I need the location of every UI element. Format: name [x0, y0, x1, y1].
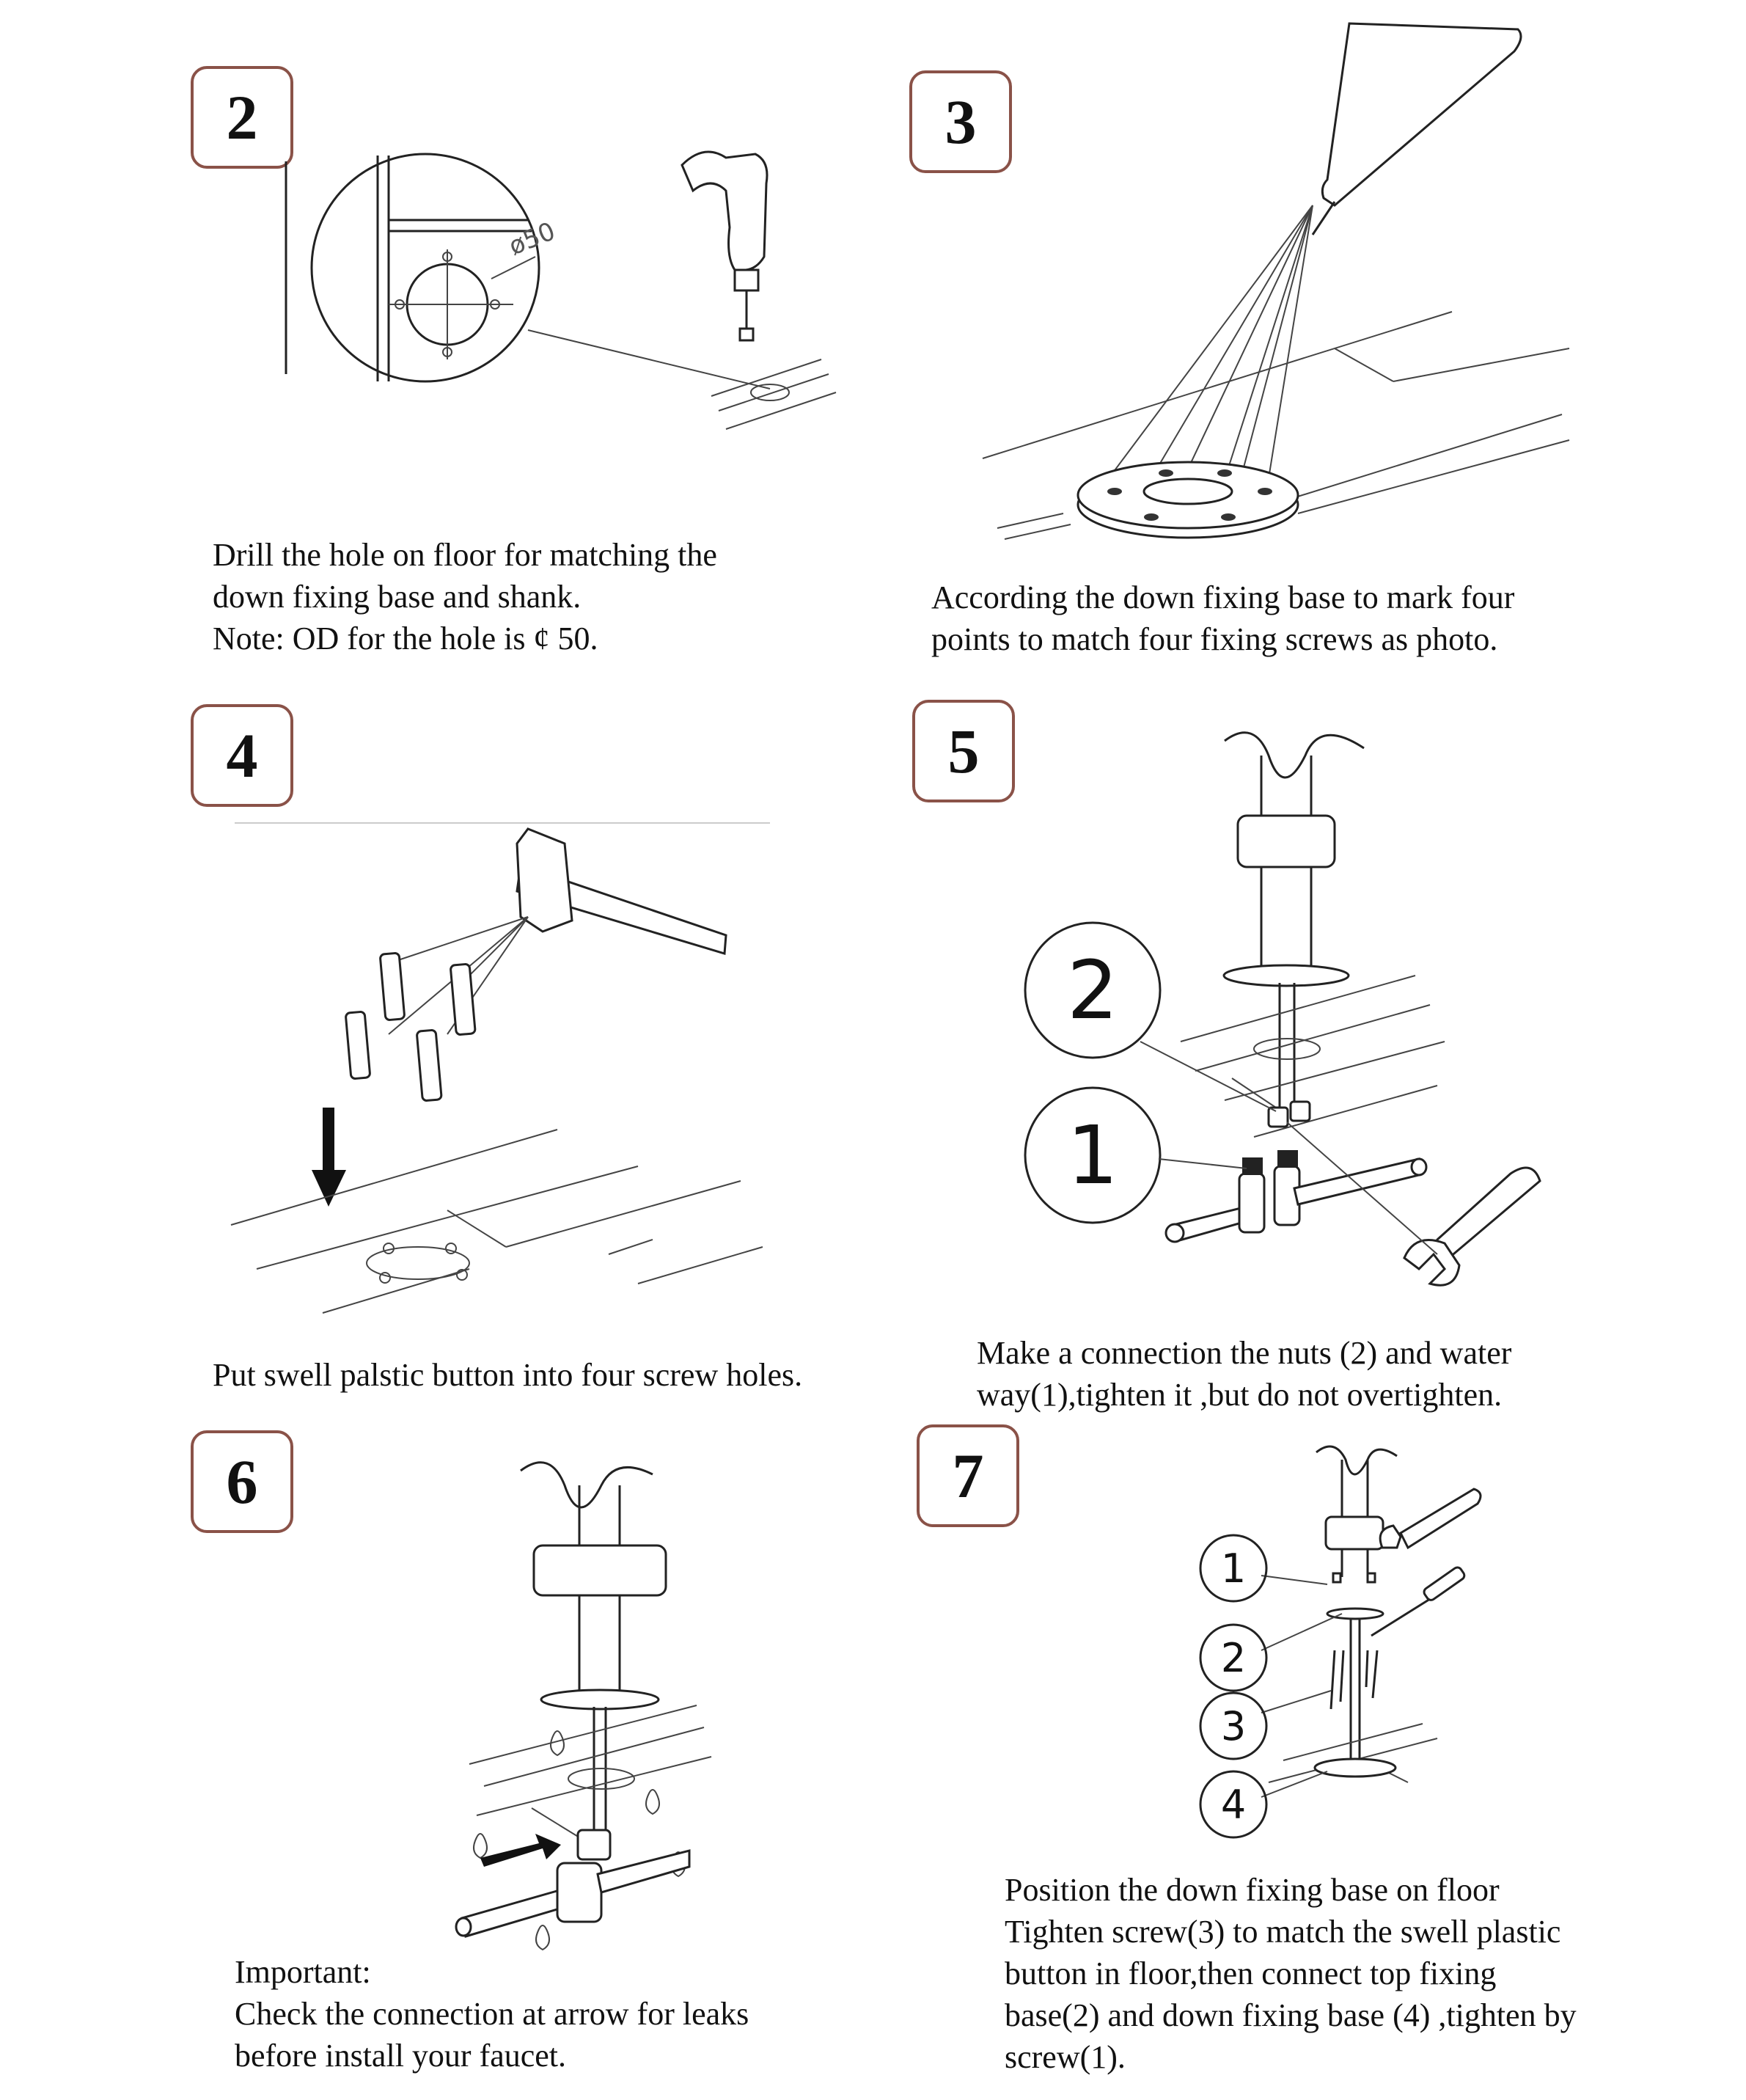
- step-4-illustration: [227, 814, 814, 1328]
- caption-line: screw(1).: [1005, 2039, 1126, 2075]
- step-2-illustration: ø50: [242, 139, 843, 447]
- wrench-icon: [1404, 1168, 1540, 1285]
- step-5-caption: Make a connection the nuts (2) and water…: [977, 1332, 1511, 1416]
- caption-line: Put swell palstic button into four screw…: [213, 1357, 803, 1393]
- caption-line: button in floor,then connect top fixing: [1005, 1956, 1497, 1991]
- caption-line: down fixing base and shank.: [213, 579, 582, 615]
- diameter-label: ø50: [505, 216, 559, 261]
- arrow-icon: [480, 1834, 561, 1867]
- caption-line: Check the connection at arrow for leaks: [235, 1996, 749, 2032]
- step-number-label: 5: [947, 716, 980, 786]
- caption-line: Drill the hole on floor for matching the: [213, 537, 717, 573]
- step-number-label: 4: [226, 720, 258, 791]
- step-6-caption: Important: Check the connection at arrow…: [235, 1951, 749, 2077]
- callout-2-label: 2: [1221, 1635, 1246, 1681]
- caption-line: Tighten screw(3) to match the swell plas…: [1005, 1914, 1561, 1950]
- step-number-label: 7: [952, 1441, 984, 1511]
- step-2-caption: Drill the hole on floor for matching the…: [213, 534, 717, 659]
- caption-line: points to match four fixing screws as ph…: [931, 621, 1498, 657]
- caption-line: before install your faucet.: [235, 2038, 567, 2074]
- caption-line: base(2) and down fixing base (4) ,tighte…: [1005, 1997, 1577, 2033]
- callout-4-label: 4: [1221, 1782, 1246, 1828]
- caption-line: According the down fixing base to mark f…: [931, 579, 1515, 615]
- step-number-4: 4: [191, 704, 293, 807]
- callout-1-label: 1: [1221, 1545, 1246, 1592]
- callout-2-label: 2: [1067, 943, 1118, 1037]
- callout-3-label: 3: [1221, 1703, 1246, 1749]
- caption-line: Make a connection the nuts (2) and water: [977, 1335, 1512, 1371]
- swell-plastic-button-icon: [345, 953, 475, 1101]
- caption-line: Position the down fixing base on floor: [1005, 1872, 1500, 1908]
- step-number-7: 7: [917, 1424, 1019, 1527]
- step-number-3: 3: [909, 70, 1012, 173]
- down-arrow-icon: [312, 1108, 346, 1207]
- step-6-illustration: [455, 1449, 733, 1962]
- step-3-illustration: [975, 15, 1584, 543]
- step-number-label: 2: [226, 82, 258, 153]
- screwdriver-icon: [1371, 1566, 1466, 1636]
- step-number-6: 6: [191, 1430, 293, 1533]
- wrench-icon: [1380, 1489, 1481, 1548]
- water-pipe-icon: [1166, 1150, 1426, 1242]
- step-number-label: 3: [944, 87, 977, 157]
- step-7-caption: Position the down fixing base on floor T…: [1005, 1869, 1577, 2078]
- caption-line: Note: OD for the hole is ¢ 50.: [213, 621, 598, 656]
- step-3-caption: According the down fixing base to mark f…: [931, 577, 1514, 660]
- step-number-label: 6: [226, 1446, 258, 1517]
- step-5-illustration: 2 1: [1005, 726, 1562, 1298]
- callout-1-label: 1: [1067, 1108, 1118, 1202]
- caption-line: way(1),tighten it ,but do not overtighte…: [977, 1377, 1503, 1413]
- step-number-2: 2: [191, 66, 293, 169]
- step-4-caption: Put swell palstic button into four screw…: [213, 1354, 802, 1396]
- caption-line: Important:: [235, 1954, 371, 1990]
- step-7-illustration: 1 2 3 4: [1188, 1438, 1518, 1848]
- step-number-5: 5: [912, 700, 1015, 802]
